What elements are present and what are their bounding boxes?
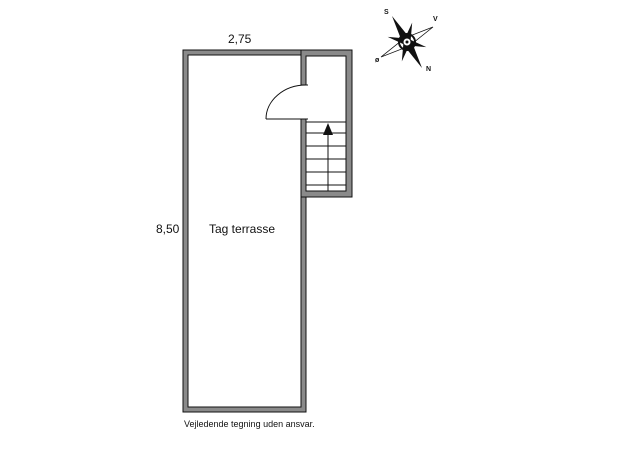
stair-enclosure bbox=[300, 49, 353, 407]
compass-south-label: S bbox=[384, 9, 389, 16]
compass-rose-icon bbox=[380, 16, 434, 68]
door-swing bbox=[265, 84, 307, 120]
compass-north-label: N bbox=[426, 66, 432, 73]
staircase bbox=[306, 121, 346, 191]
compass-west-label: V bbox=[433, 16, 438, 23]
compass-east-label: ø bbox=[375, 57, 380, 64]
room-label: Tag terrasse bbox=[209, 222, 276, 236]
disclaimer-text: Vejledende tegning uden ansvar. bbox=[184, 419, 315, 429]
stair-direction-arrow-icon bbox=[323, 123, 333, 135]
terrace-walls bbox=[182, 49, 307, 413]
width-dimension-label: 2,75 bbox=[228, 32, 252, 46]
height-dimension-label: 8,50 bbox=[156, 222, 180, 236]
